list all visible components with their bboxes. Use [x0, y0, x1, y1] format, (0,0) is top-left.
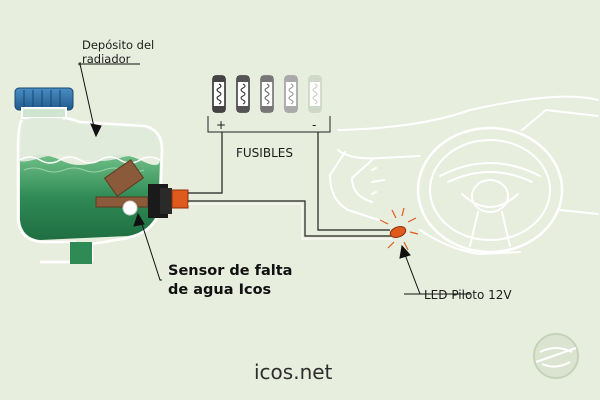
fuse-group: [207, 75, 331, 133]
fuses-label: FUSIBLES: [236, 146, 293, 160]
sensor-label: Sensor de falta de agua Icos: [168, 262, 292, 300]
label-pointers: [78, 62, 470, 295]
fuse-icon: [236, 75, 250, 113]
water-level-sensor: [95, 159, 189, 218]
sensor-label-line2: de agua Icos: [168, 282, 272, 298]
icos-logo-icon: [533, 333, 579, 379]
sensor-connector: [171, 189, 189, 209]
reservoir-label-line2: radiador: [82, 52, 131, 66]
wiring: [188, 132, 392, 237]
sensor-label-line1: Sensor de falta: [168, 263, 293, 279]
fuse-icon: [308, 75, 322, 113]
led-icon: [379, 207, 419, 251]
fuse-plus-label: +: [216, 118, 227, 132]
wire-positive: [188, 132, 223, 194]
sensor-float: [103, 159, 145, 197]
fuse-icon: [284, 75, 298, 113]
website-label: icos.net: [254, 360, 333, 384]
wire-negative: [317, 132, 390, 231]
fuse-icon: [212, 75, 226, 113]
fuse-icon: [260, 75, 274, 113]
sensor-pivot: [122, 200, 138, 216]
radiator-reservoir: [14, 87, 164, 264]
wire-signal: [188, 200, 392, 237]
car-dashboard-icon: [329, 95, 599, 255]
reservoir-label-line1: Depósito del: [82, 38, 155, 52]
fuse-minus-label: -: [312, 118, 317, 132]
led-label: LED Piloto 12V: [424, 288, 512, 302]
sensor-arm: [95, 196, 149, 208]
reservoir-label: Depósito del radiador: [82, 38, 154, 66]
